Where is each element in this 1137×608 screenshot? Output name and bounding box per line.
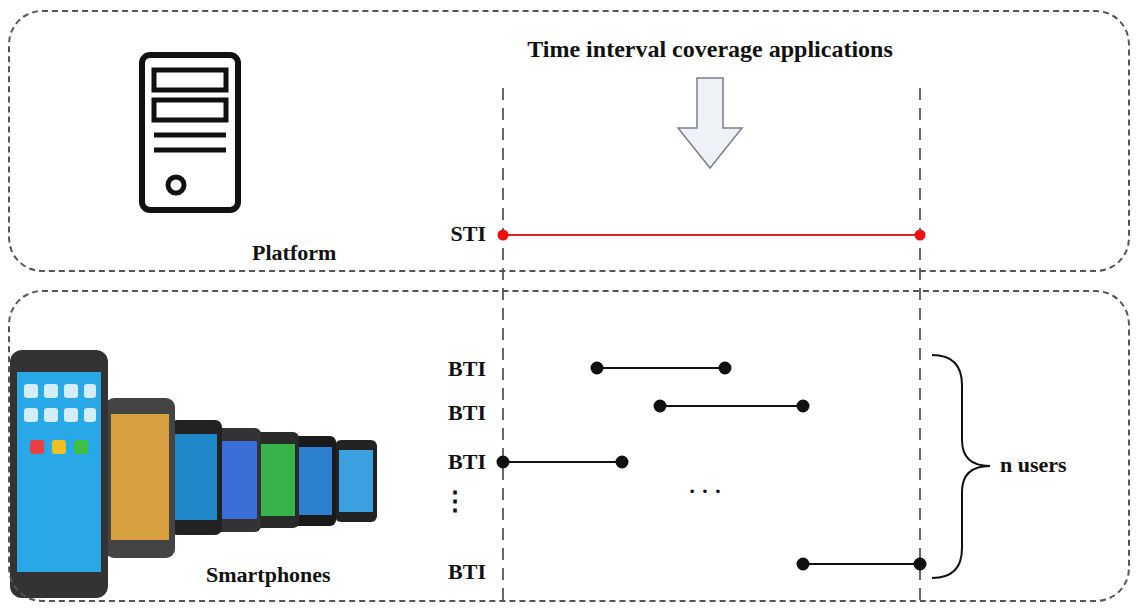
sti-segment <box>503 234 920 236</box>
interval-label: BTI <box>448 400 486 426</box>
interval-label: BTI <box>448 559 486 585</box>
interval-label: STI <box>451 221 486 247</box>
interval-label: BTI <box>448 356 486 382</box>
bti-segments <box>498 363 926 570</box>
ellipsis-horizontal: · · · <box>688 478 721 504</box>
guide-line <box>919 88 921 606</box>
endpoint-dot <box>498 230 509 241</box>
smartphones-panel: Smartphones <box>8 290 1130 602</box>
count-label: n users <box>1000 452 1067 478</box>
smartphones-picture <box>10 350 377 598</box>
title-text: Time interval coverage applications <box>527 36 893 63</box>
ellipsis-vertical: ⋮ <box>442 486 468 517</box>
block-arrow <box>678 78 742 168</box>
brace <box>932 355 990 578</box>
guide-line <box>502 88 504 606</box>
server-icon <box>142 55 238 210</box>
panel-label: Smartphones <box>206 562 331 588</box>
endpoint-dot <box>915 230 926 241</box>
panel-label: Platform <box>252 240 336 266</box>
interval-label: BTI <box>448 449 486 475</box>
